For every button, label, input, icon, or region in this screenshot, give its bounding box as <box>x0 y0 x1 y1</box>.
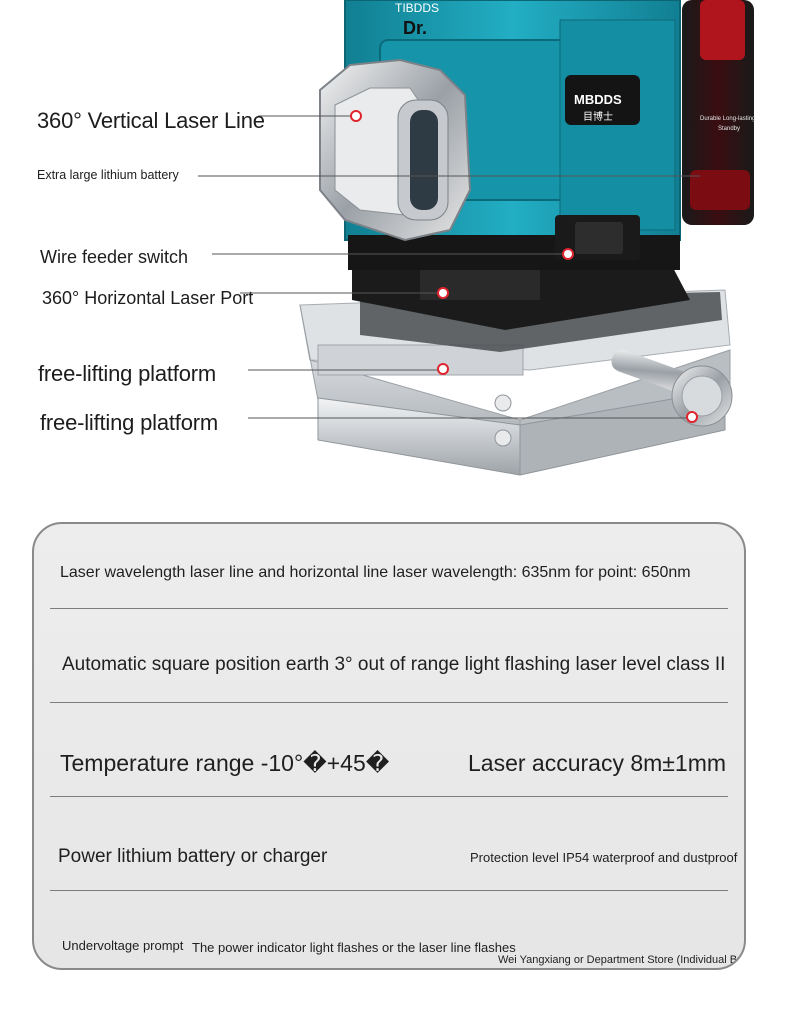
callout-dot <box>562 248 574 260</box>
callout-lithium-battery: Extra large lithium battery <box>37 168 179 182</box>
spec-row-temperature-accuracy: Temperature range -10°�+45� Laser accura… <box>50 702 728 797</box>
spec-wavelength-text: Laser wavelength laser line and horizont… <box>60 564 691 581</box>
callout-vertical-laser-line: 360° Vertical Laser Line <box>37 108 265 133</box>
brand-dr-text: Dr. <box>403 18 428 38</box>
spec-power-text: Power lithium battery or charger <box>58 846 328 867</box>
brand-logo-text: MBDDS <box>574 92 622 107</box>
callout-lifting-platform-1: free-lifting platform <box>38 361 216 386</box>
spec-protection-text: Protection level IP54 waterproof and dus… <box>470 850 738 865</box>
spec-temperature-text: Temperature range -10°�+45� <box>60 750 390 776</box>
svg-text:Durable Long-lasting: Durable Long-lasting <box>700 116 755 122</box>
spec-accuracy-text: Laser accuracy 8m±1mm <box>468 750 727 776</box>
specification-card: Laser wavelength laser line and horizont… <box>32 522 746 970</box>
spec-row-power-protection: Power lithium battery or charger Protect… <box>50 796 737 891</box>
callout-lines <box>198 115 700 419</box>
callout-dots <box>350 110 698 423</box>
svg-text:目博士: 目博士 <box>583 110 613 123</box>
callout-horizontal-laser-port: 360° Horizontal Laser Port <box>42 288 254 308</box>
callout-lifting-platform-2: free-lifting platform <box>40 410 218 435</box>
spec-row-wavelength: Laser wavelength laser line and horizont… <box>50 524 728 609</box>
callout-wire-feeder-switch: Wire feeder switch <box>40 247 189 267</box>
spec-row-auto-level: Automatic square position earth 3° out o… <box>50 608 728 703</box>
callout-dot <box>437 363 449 375</box>
spec-undervoltage-label: Undervoltage prompt <box>62 938 184 953</box>
product-illustration-area: MBDDS 目博士 TIBDDS Durable Long-lasting St… <box>0 0 790 505</box>
callout-dot <box>686 411 698 423</box>
laser-level-product-image: MBDDS 目博士 TIBDDS Durable Long-lasting St… <box>198 0 755 476</box>
callout-dot <box>350 110 362 122</box>
lithium-battery: Durable Long-lasting Standby <box>682 0 755 225</box>
spec-auto-level-text: Automatic square position earth 3° out o… <box>62 654 726 675</box>
spec-undervoltage-text: The power indicator light flashes or the… <box>192 940 516 955</box>
svg-text:TIBDDS: TIBDDS <box>395 1 439 15</box>
spec-row-undervoltage: Undervoltage prompt The power indicator … <box>50 890 744 968</box>
vertical-laser-window <box>319 58 472 242</box>
callout-dot <box>437 287 449 299</box>
store-name-text: Wei Yangxiang or Department Store (Indiv… <box>498 954 744 966</box>
svg-text:Standby: Standby <box>718 126 740 132</box>
